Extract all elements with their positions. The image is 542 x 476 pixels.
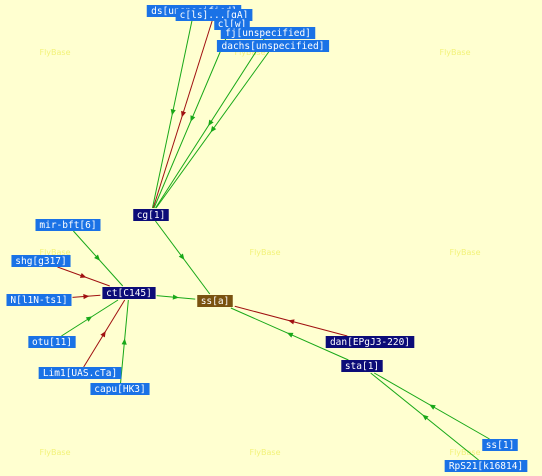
edge-arrowhead-dachs-to-cg bbox=[210, 126, 217, 133]
node-label: cl[w] bbox=[218, 19, 247, 30]
node-sta[interactable]: sta[1] bbox=[341, 360, 383, 372]
node-rps[interactable]: RpS21[k16814] bbox=[444, 460, 528, 472]
node-fj[interactable]: fj[unspecified] bbox=[220, 27, 316, 39]
edge-arrowhead-shg-to-ct bbox=[79, 273, 87, 278]
node-label: ct[C145] bbox=[106, 288, 152, 299]
node-label: c[ls]...[gA] bbox=[180, 10, 249, 21]
watermark-text: FlyBase bbox=[249, 448, 280, 457]
node-box[interactable] bbox=[341, 360, 383, 372]
edge-arrowhead-lim1-to-ct bbox=[100, 330, 106, 338]
node-cg[interactable]: cg[1] bbox=[133, 209, 169, 221]
node-box[interactable] bbox=[133, 209, 169, 221]
node-mirbft[interactable]: mir-bft[6] bbox=[35, 219, 101, 231]
node-box[interactable] bbox=[38, 367, 122, 379]
node-label: fj[unspecified] bbox=[225, 28, 311, 39]
edge-arrowhead-ss1-to-sta bbox=[429, 404, 436, 410]
node-ct[interactable]: ct[C145] bbox=[102, 287, 156, 299]
node-box[interactable] bbox=[35, 219, 101, 231]
node-box[interactable] bbox=[11, 255, 71, 267]
edge-arrowhead-N-to-ct bbox=[83, 293, 90, 300]
node-shg[interactable]: shg[g317] bbox=[11, 255, 71, 267]
node-layer: ds[unspecified]c[ls]...[gA]cl[w]fj[unspe… bbox=[6, 5, 528, 472]
node-label: shg[g317] bbox=[15, 256, 66, 267]
node-box[interactable] bbox=[28, 336, 76, 348]
node-label: dan[EPgJ3-220] bbox=[330, 337, 410, 348]
node-n[interactable]: N[l1N-ts1] bbox=[6, 294, 72, 306]
node-box[interactable] bbox=[216, 40, 330, 52]
edge-arrowhead-rps-to-sta bbox=[422, 414, 429, 421]
node-dachs[interactable]: dachs[unspecified] bbox=[216, 40, 330, 52]
node-dan[interactable]: dan[EPgJ3-220] bbox=[325, 336, 415, 348]
edge-layer bbox=[57, 16, 490, 461]
node-ss1[interactable]: ss[1] bbox=[482, 439, 518, 451]
node-label: cg[1] bbox=[137, 210, 166, 221]
node-lim1[interactable]: Lim1[UAS.cTa] bbox=[38, 367, 122, 379]
edge-arrowhead-cl-to-cg bbox=[181, 110, 187, 118]
node-label: sta[1] bbox=[345, 361, 379, 372]
edge-arrowhead-fj-to-cg bbox=[208, 119, 214, 127]
edge-arrowhead-otu-to-ct bbox=[85, 316, 93, 322]
edge-arrowhead-cm-to-cg bbox=[190, 115, 196, 122]
edge-arrowhead-sta-to-ss bbox=[286, 332, 294, 338]
node-box[interactable] bbox=[444, 460, 528, 472]
node-label: mir-bft[6] bbox=[39, 220, 96, 231]
node-label: Lim1[UAS.cTa] bbox=[43, 368, 117, 379]
watermark-text: FlyBase bbox=[234, 48, 265, 57]
node-label: RpS21[k16814] bbox=[449, 461, 523, 472]
edge-arrowhead-mirbft-to-ct bbox=[94, 254, 101, 261]
node-box[interactable] bbox=[220, 27, 316, 39]
watermark-text: FlyBase bbox=[249, 248, 280, 257]
node-label: N[l1N-ts1] bbox=[10, 295, 67, 306]
watermark-text: FlyBase bbox=[449, 248, 480, 257]
node-label: ss[1] bbox=[486, 440, 515, 451]
edge-arrowhead-cg-to-ss bbox=[178, 253, 185, 260]
node-box[interactable] bbox=[325, 336, 415, 348]
node-box[interactable] bbox=[482, 439, 518, 451]
node-ss[interactable]: ss[a] bbox=[197, 295, 233, 307]
watermark-text: FlyBase bbox=[449, 448, 480, 457]
node-otu[interactable]: otu[11] bbox=[28, 336, 76, 348]
node-label: capu[HK3] bbox=[94, 384, 145, 395]
node-label: otu[11] bbox=[32, 337, 72, 348]
watermark-text: FlyBase bbox=[39, 48, 70, 57]
node-capu[interactable]: capu[HK3] bbox=[90, 383, 150, 395]
edge-arrowhead-ct-to-ss bbox=[172, 294, 179, 300]
node-box[interactable] bbox=[197, 295, 233, 307]
node-label: ss[a] bbox=[201, 296, 230, 307]
watermark-text: FlyBase bbox=[39, 248, 70, 257]
node-box[interactable] bbox=[90, 383, 150, 395]
edge-arrowhead-dan-to-ss bbox=[288, 319, 295, 325]
node-box[interactable] bbox=[6, 294, 72, 306]
edge-arrowhead-capu-to-ct bbox=[121, 338, 127, 345]
watermark-text: FlyBase bbox=[39, 448, 70, 457]
edge-arrowhead-ds-to-cg bbox=[170, 109, 176, 116]
node-label: dachs[unspecified] bbox=[222, 41, 325, 52]
watermark-text: FlyBase bbox=[439, 48, 470, 57]
node-box[interactable] bbox=[102, 287, 156, 299]
